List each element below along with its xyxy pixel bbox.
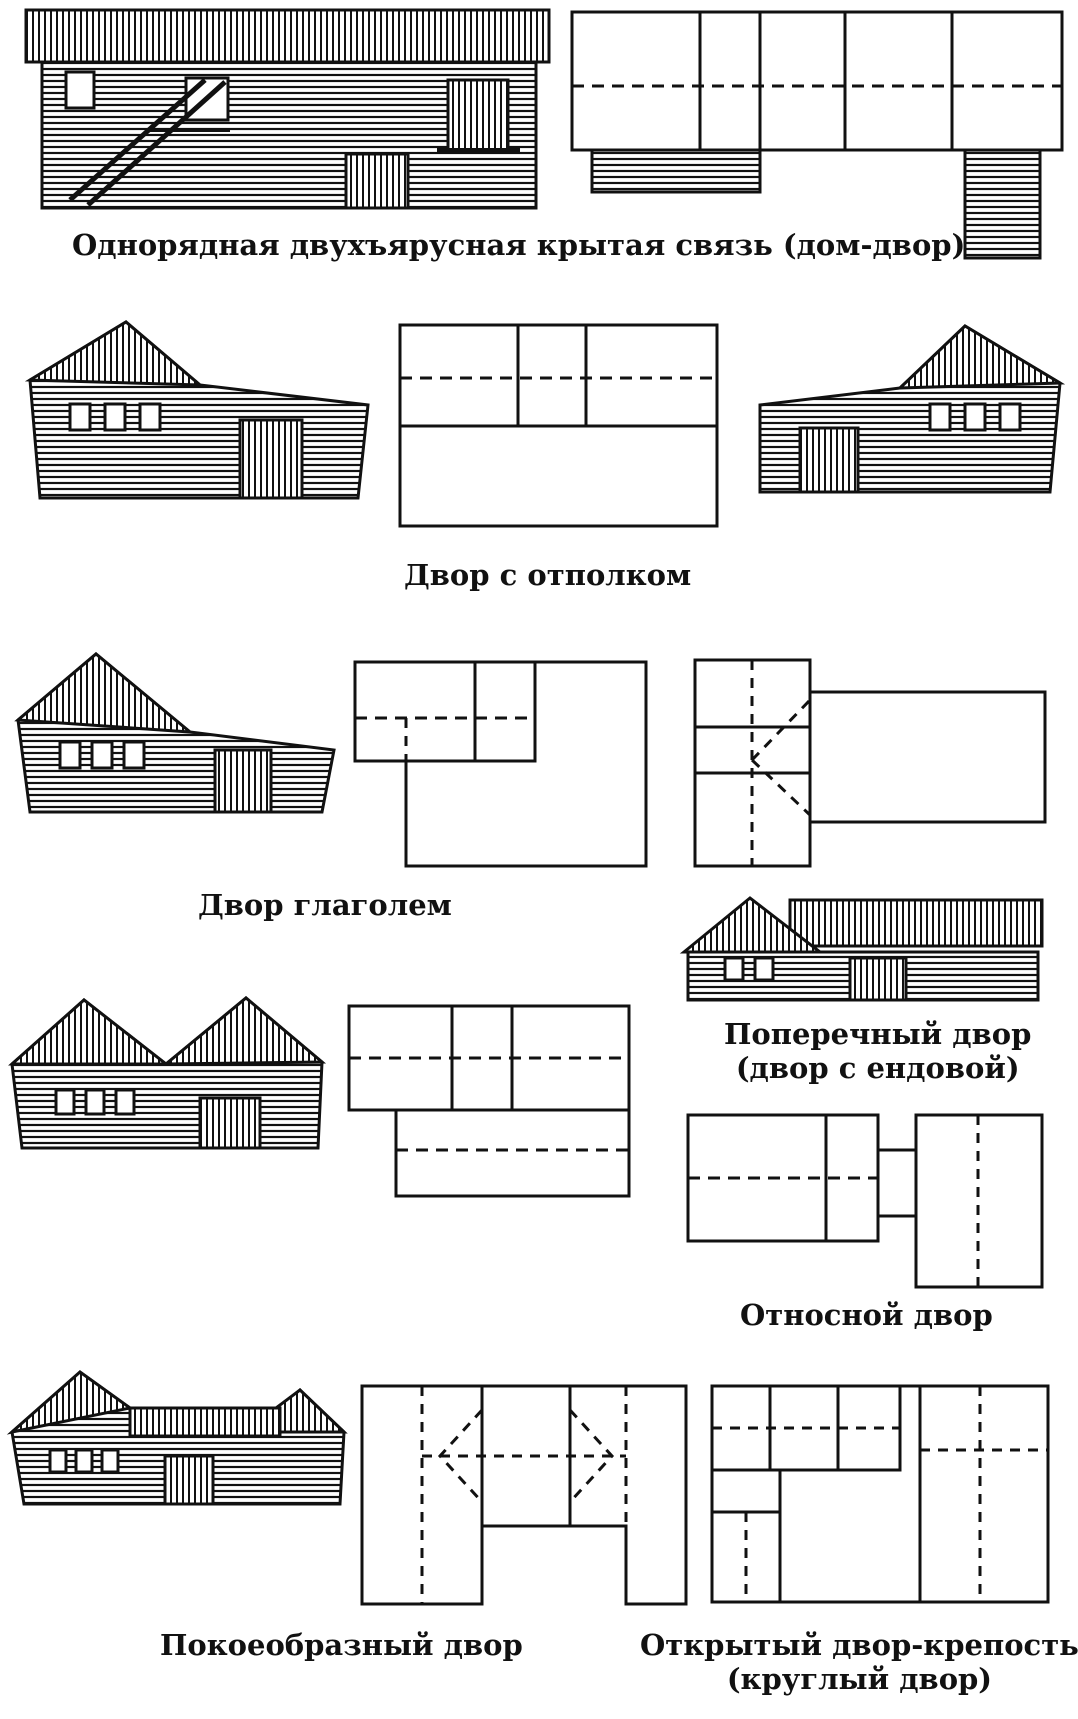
cross-yard-elevation bbox=[679, 896, 1044, 1002]
caption-cross-yard-line-2: (двор с ендовой) bbox=[735, 1051, 1020, 1085]
yard-with-otpolok-elevations bbox=[24, 320, 1066, 500]
caption-u-shaped-yard: Покоеобразный двор bbox=[160, 1628, 523, 1662]
caption-cross-yard: Поперечный двор (двор с ендовой) bbox=[724, 1017, 1031, 1085]
u-shaped-yard-elevation bbox=[6, 1370, 348, 1506]
cross-yard-plan bbox=[693, 658, 1047, 868]
caption-open-fortress-yard: Открытый двор-крепость (круглый двор) bbox=[640, 1628, 1078, 1696]
detached-yard-elevation bbox=[8, 996, 327, 1150]
detached-yard-plan-left bbox=[347, 1004, 631, 1198]
open-fortress-yard-plan bbox=[710, 1384, 1050, 1604]
caption-yard-glagol: Двор глаголем bbox=[198, 888, 452, 922]
caption-open-fortress-yard-line-1: Открытый двор-крепость bbox=[640, 1628, 1078, 1662]
yard-glagol-elevation bbox=[14, 652, 336, 814]
caption-yard-with-otpolok: Двор с отполком bbox=[404, 558, 692, 592]
caption-detached-yard: Относной двор bbox=[740, 1298, 993, 1332]
yard-glagol-plan bbox=[353, 660, 648, 868]
row-connection-plan bbox=[570, 10, 1064, 260]
caption-cross-yard-line-1: Поперечный двор bbox=[724, 1017, 1032, 1051]
u-shaped-yard-plan bbox=[360, 1384, 688, 1606]
yard-with-otpolok-plan bbox=[398, 323, 719, 528]
caption-open-fortress-yard-line-2: (круглый двор) bbox=[726, 1662, 993, 1696]
detached-yard-plan-right bbox=[686, 1113, 1044, 1289]
caption-row-connection: Однорядная двухъярусная крытая связь (до… bbox=[72, 228, 966, 262]
row-connection-elevation bbox=[24, 8, 551, 210]
